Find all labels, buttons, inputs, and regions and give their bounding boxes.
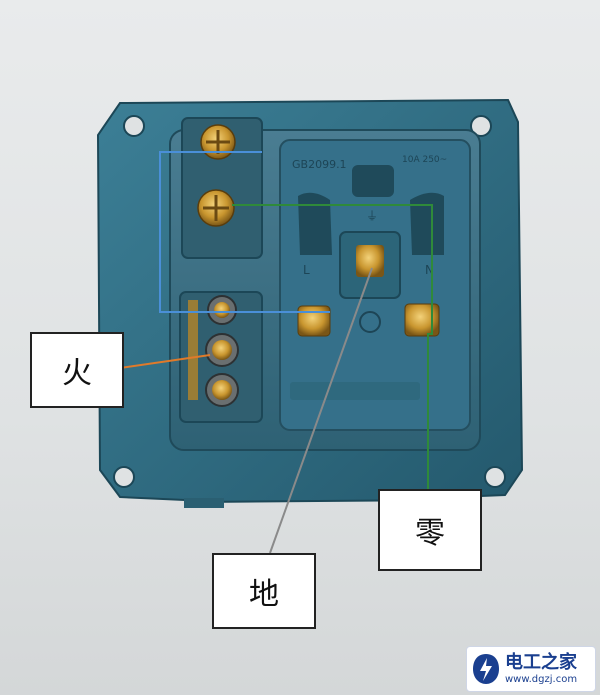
mounting-hole-bottom-left	[113, 466, 135, 488]
earth-symbol: ⏚	[366, 209, 378, 223]
live-terminal-brass	[297, 305, 331, 337]
standard-marking: GB2099.1	[292, 158, 347, 171]
watermark-url: www.dgzj.com	[505, 673, 578, 685]
label-earth: 地	[212, 553, 316, 629]
label-fire: 火	[30, 332, 124, 408]
slot-right	[410, 192, 444, 255]
gray-earth-pointer	[269, 267, 373, 554]
cert-mark	[359, 311, 381, 333]
site-watermark: 电工之家 www.dgzj.com	[466, 646, 596, 692]
mounting-hole-bottom-right	[484, 466, 506, 488]
watermark-name: 电工之家	[505, 651, 577, 673]
label-neutral: 零	[378, 489, 482, 571]
rating-marking: 10A 250~	[402, 155, 447, 165]
mounting-hole-top-left	[123, 115, 145, 137]
terminal-label-n: N	[425, 263, 434, 277]
earth-terminal-brass	[356, 245, 384, 277]
earth-recess-top	[352, 165, 394, 197]
orange-fire-pointer	[119, 354, 211, 369]
bottom-ridge	[290, 382, 420, 400]
green-neutral-path	[232, 204, 433, 490]
terminal-label-l: L	[303, 263, 310, 277]
neutral-terminal-brass	[404, 303, 440, 337]
blue-live-path	[159, 151, 330, 313]
site-logo-icon	[473, 654, 499, 684]
bottom-slot	[184, 498, 224, 508]
slot-left	[298, 192, 332, 255]
mounting-hole-top-right	[470, 115, 492, 137]
